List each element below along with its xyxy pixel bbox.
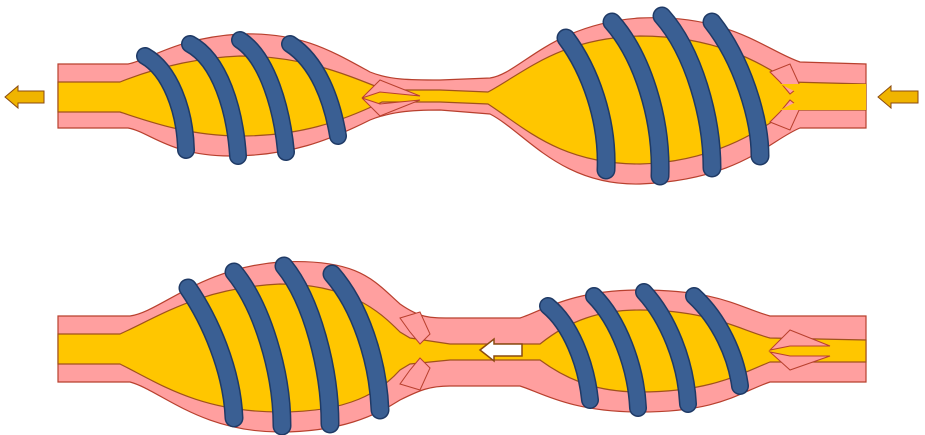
top-vessel-panel: [5, 16, 918, 184]
top-flow-arrow-right: [878, 86, 918, 108]
top-flow-arrow-left: [5, 86, 44, 108]
bottom-vessel-panel: [58, 262, 866, 432]
